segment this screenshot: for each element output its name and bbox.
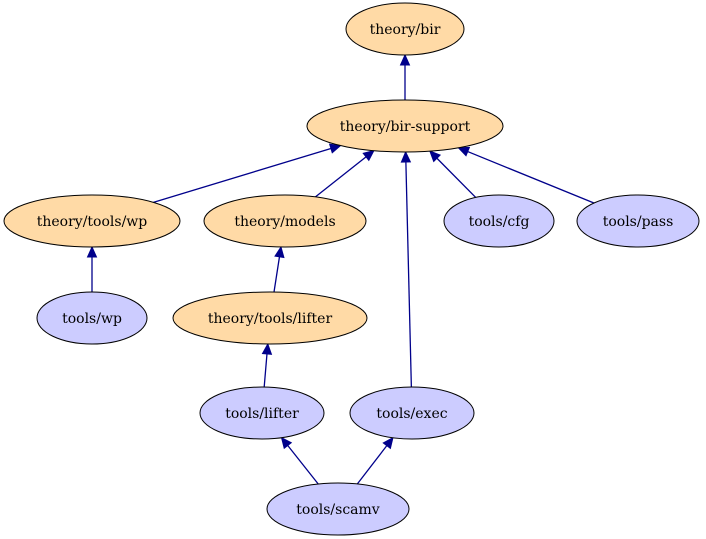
edge-arrowhead — [429, 150, 442, 163]
edge-theory-tools-wp-to-theory-bir-support — [153, 143, 342, 203]
node-ellipse — [345, 2, 465, 56]
edge-theory-tools-lifter-to-theory-models — [273, 245, 285, 293]
edge-arrowhead — [86, 245, 98, 258]
edge-line — [436, 157, 477, 198]
edge-tools-scamv-to-tools-exec — [356, 436, 394, 485]
node-label: tools/scamv — [296, 502, 380, 518]
node-label: theory/tools/wp — [37, 214, 148, 230]
node-tools-lifter: tools/lifter — [199, 386, 325, 440]
node-ellipse — [172, 291, 368, 345]
edge-tools-lifter-to-theory-tools-lifter — [261, 342, 273, 388]
node-label: theory/tools/lifter — [208, 311, 333, 327]
node-label: theory/bir-support — [340, 119, 471, 135]
edge-arrowhead — [457, 146, 471, 157]
nodes-layer: theory/bir theory/bir-support theory/tools… — [3, 2, 700, 536]
edge-line — [153, 147, 332, 203]
node-label: tools/pass — [603, 214, 674, 230]
node-tools-scamv: tools/scamv — [266, 482, 410, 536]
node-ellipse — [3, 194, 181, 248]
edge-tools-cfg-to-theory-bir-support — [429, 150, 477, 198]
edge-arrowhead — [400, 150, 412, 163]
edge-arrowhead — [362, 149, 375, 162]
edge-line — [356, 445, 388, 485]
node-ellipse — [443, 194, 555, 248]
edge-line — [315, 156, 367, 198]
edge-arrowhead — [280, 436, 293, 450]
node-label: theory/models — [234, 214, 335, 230]
node-ellipse — [266, 482, 410, 536]
edge-theory-bir-support-to-theory-bir — [399, 53, 411, 100]
node-label: tools/cfg — [469, 214, 530, 230]
node-theory-tools-wp: theory/tools/wp — [3, 194, 181, 248]
node-ellipse — [199, 386, 325, 440]
edges-layer — [86, 53, 595, 485]
node-ellipse — [36, 291, 148, 345]
edge-line — [467, 150, 595, 204]
node-label: tools/wp — [62, 311, 122, 327]
node-label: theory/bir — [370, 22, 441, 38]
edge-tools-scamv-to-tools-lifter — [280, 436, 319, 485]
edge-arrowhead — [274, 245, 285, 259]
node-theory-bir: theory/bir — [345, 2, 465, 56]
node-ellipse — [306, 99, 504, 153]
edge-tools-exec-to-theory-bir-support — [400, 150, 413, 388]
node-label: tools/exec — [376, 406, 447, 422]
edge-tools-wp-to-theory-tools-wp — [86, 245, 98, 292]
node-ellipse — [203, 194, 367, 248]
node-tools-cfg: tools/cfg — [443, 194, 555, 248]
node-tools-wp: tools/wp — [36, 291, 148, 345]
edge-arrowhead — [399, 53, 411, 66]
edge-tools-pass-to-theory-bir-support — [457, 146, 595, 204]
node-theory-tools-lifter: theory/tools/lifter — [172, 291, 368, 345]
node-label: tools/lifter — [225, 406, 299, 422]
edge-arrowhead — [382, 436, 394, 450]
node-tools-exec: tools/exec — [349, 386, 475, 440]
edge-line — [263, 353, 268, 388]
node-ellipse — [576, 194, 700, 248]
node-theory-models: theory/models — [203, 194, 367, 248]
edge-arrowhead — [328, 143, 342, 154]
node-ellipse — [349, 386, 475, 440]
edge-line — [405, 161, 413, 388]
node-tools-pass: tools/pass — [576, 194, 700, 248]
edge-theory-models-to-theory-bir-support — [315, 149, 375, 198]
edge-arrowhead — [261, 342, 273, 355]
edge-line — [287, 445, 319, 485]
edge-line — [273, 256, 281, 293]
node-theory-bir-support: theory/bir-support — [306, 99, 504, 153]
